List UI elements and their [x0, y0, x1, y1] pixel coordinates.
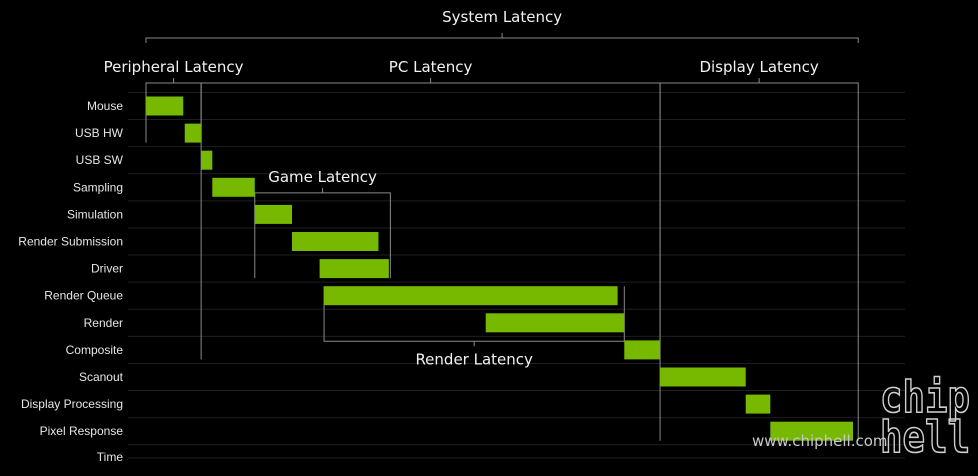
bar-render-queue — [324, 286, 618, 306]
bracket-display-latency — [659, 82, 859, 441]
grid-layer — [128, 91, 905, 459]
row-label-sampling: Sampling — [73, 180, 123, 194]
watermark-site: www.chiphell.com — [752, 432, 888, 450]
bar-render — [485, 313, 625, 333]
watermark-logo-bottom: hell — [880, 412, 970, 463]
bar-sampling — [212, 177, 255, 197]
row-label-driver: Driver — [91, 262, 123, 276]
bar-pixel-response — [770, 421, 854, 441]
span-label-game-latency: Game Latency — [268, 168, 377, 186]
span-label-pc-latency: PC Latency — [389, 58, 473, 76]
span-label-render-latency: Render Latency — [415, 350, 533, 368]
row-label-pixel-response: Pixel Response — [40, 424, 124, 438]
row-label-mouse: Mouse — [87, 99, 123, 113]
bar-render-submission — [292, 232, 379, 251]
bar-display-processing — [745, 394, 771, 414]
row-label-usb-hw: USB HW — [75, 126, 124, 140]
row-label-render: Render — [84, 316, 123, 330]
bracket-system-latency — [145, 37, 859, 43]
bar-scanout — [660, 367, 746, 387]
span-label-display-latency: Display Latency — [699, 58, 818, 76]
bar-simulation — [254, 204, 293, 224]
bar-usb-sw — [201, 150, 213, 170]
row-label-composite: Composite — [66, 343, 124, 357]
bar-composite — [624, 340, 661, 360]
row-label-render-queue: Render Queue — [44, 289, 123, 303]
row-label-usb-sw: USB SW — [76, 153, 124, 167]
row-label-scanout: Scanout — [79, 370, 124, 384]
span-label-peripheral-latency: Peripheral Latency — [104, 58, 244, 76]
row-label-render-submission: Render Submission — [18, 235, 123, 249]
bar-layer — [146, 96, 854, 441]
row-label-display-processing: Display Processing — [21, 397, 123, 411]
row-label-simulation: Simulation — [67, 207, 123, 221]
bar-usb-hw — [184, 123, 202, 143]
watermark: chip hell www.chiphell.com — [752, 371, 971, 464]
bar-driver — [319, 259, 389, 279]
bar-mouse — [146, 96, 184, 116]
span-label-system-latency: System Latency — [442, 8, 562, 26]
watermark-logo-top: chip — [880, 372, 970, 423]
time-axis-label: Time — [97, 450, 124, 464]
